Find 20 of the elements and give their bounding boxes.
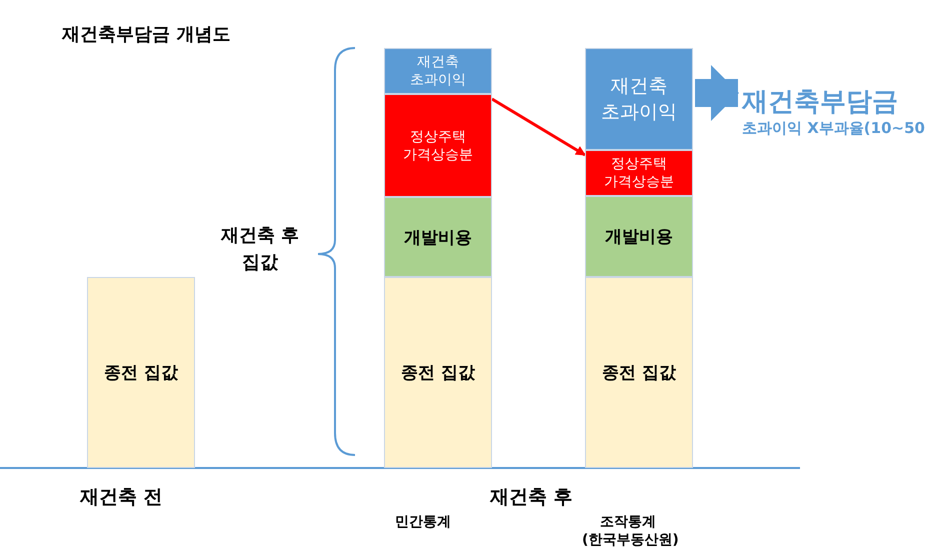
arrow <box>695 65 739 121</box>
brace-label: 재건축 후 집값 <box>220 224 300 275</box>
bar-segment: 재건축 초과이익 <box>585 48 693 150</box>
bar-segment: 재건축 초과이익 <box>384 48 492 94</box>
axis-label: 재건축 후 <box>490 485 573 510</box>
bar-segment: 종전 집값 <box>585 277 693 468</box>
bar-segment: 종전 집값 <box>87 277 195 468</box>
bar-caption: 민간통계 <box>395 513 451 531</box>
bar-segment: 개발비용 <box>384 197 492 277</box>
bar-segment: 정상주택 가격상승분 <box>585 150 693 196</box>
axis-label: 재건축 전 <box>80 485 163 510</box>
bar-caption: 조작통계 <box>600 513 656 531</box>
bar-segment: 개발비용 <box>585 196 693 277</box>
result-heading: 재건축부담금 <box>742 86 899 119</box>
arrow <box>491 98 586 156</box>
bar-segment: 종전 집값 <box>384 277 492 468</box>
title: 재건축부담금 개념도 <box>62 23 230 46</box>
formula-text: 초과이익 X부과율(10~50 <box>742 119 926 138</box>
bar-segment: 정상주택 가격상승분 <box>384 94 492 197</box>
bar-caption: (한국부동산원) <box>582 531 679 549</box>
